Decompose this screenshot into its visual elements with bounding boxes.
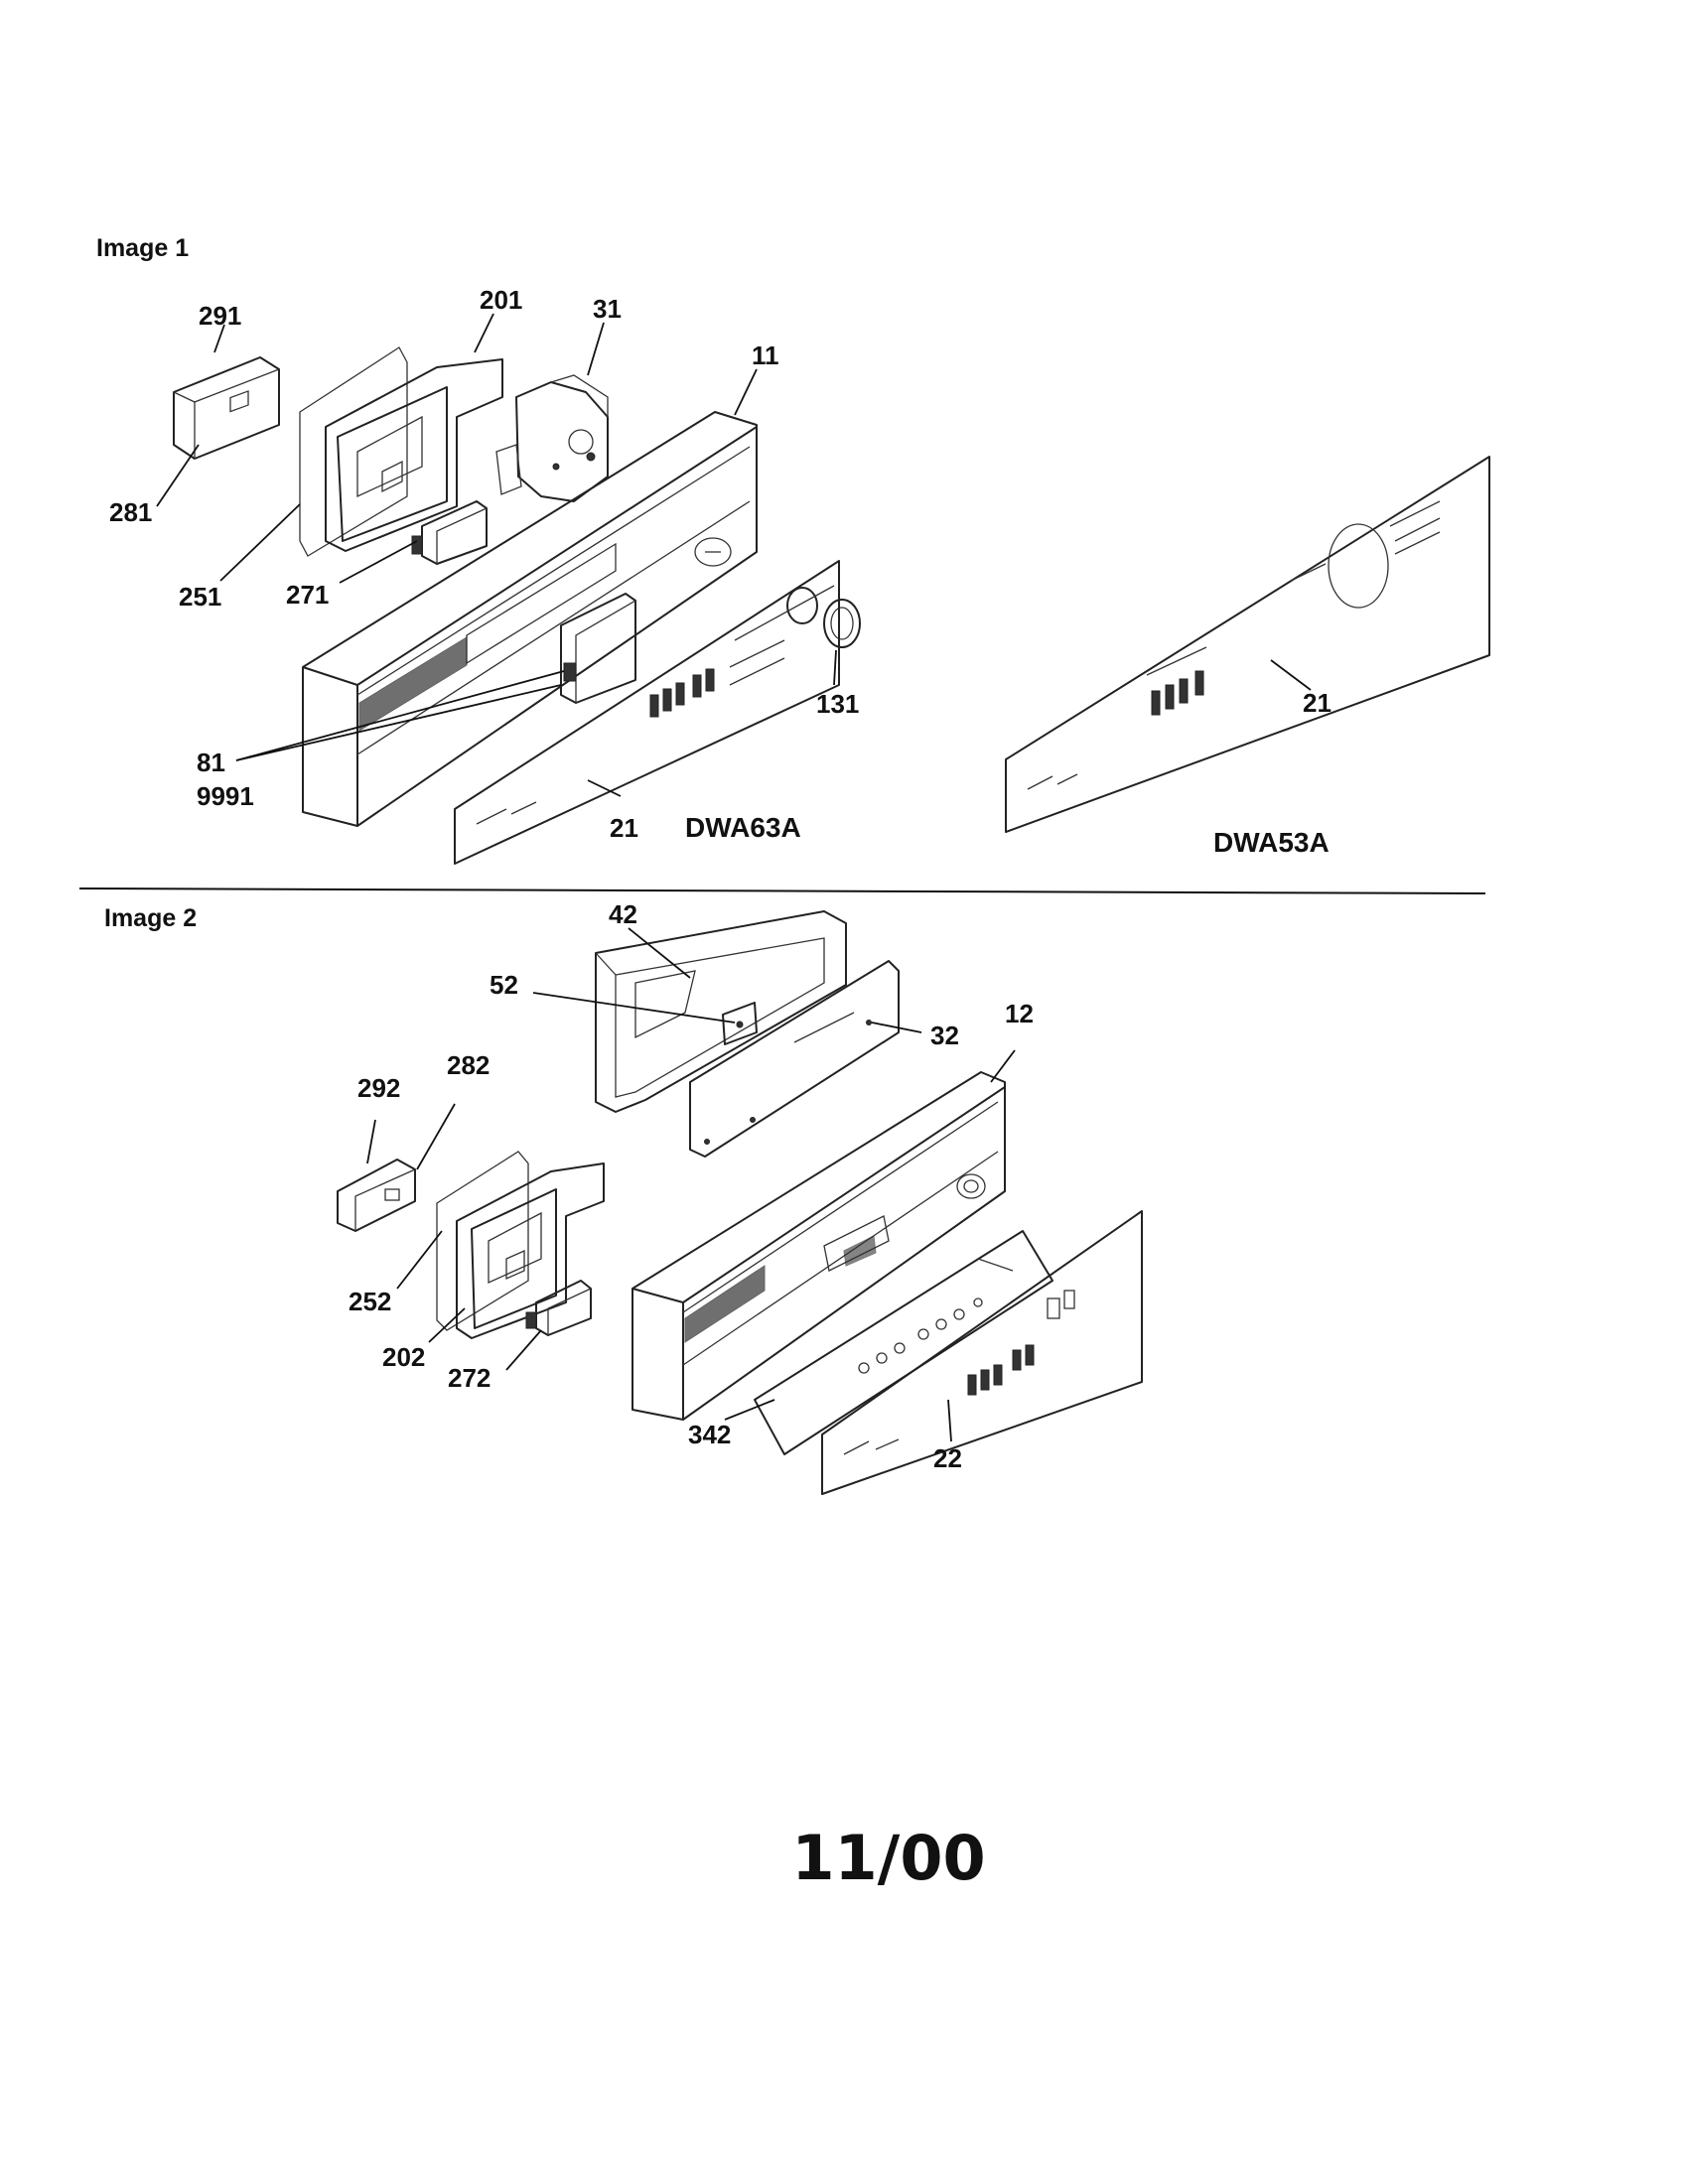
part-271-switch bbox=[411, 500, 488, 565]
part-22-panel bbox=[821, 1210, 1143, 1495]
callout-292: 292 bbox=[357, 1073, 400, 1103]
callout-251: 251 bbox=[179, 582, 221, 612]
callout-81: 81 bbox=[197, 748, 225, 777]
part-252-gasket bbox=[436, 1151, 529, 1331]
callout-42: 42 bbox=[609, 899, 637, 929]
model-label-dwa63a: DWA63A bbox=[685, 812, 801, 843]
callout-22: 22 bbox=[933, 1443, 962, 1473]
callout-21-dwa63a: 21 bbox=[610, 813, 638, 843]
callout-291: 291 bbox=[199, 301, 241, 331]
callout-131: 131 bbox=[816, 689, 859, 719]
part-272-switch bbox=[525, 1280, 592, 1336]
part-202-dispenser bbox=[456, 1162, 605, 1339]
callout-32: 32 bbox=[930, 1021, 959, 1050]
section-title-image-1: Image 1 bbox=[96, 234, 189, 262]
part-131-knob bbox=[786, 587, 861, 648]
section-title-image-2: Image 2 bbox=[104, 904, 197, 932]
callout-252: 252 bbox=[349, 1287, 391, 1316]
callout-282: 282 bbox=[447, 1050, 490, 1080]
part-32-board bbox=[689, 960, 900, 1158]
callout-202: 202 bbox=[382, 1342, 425, 1372]
callout-201: 201 bbox=[480, 285, 522, 315]
part-42-frame bbox=[595, 910, 847, 1113]
part-52-module bbox=[722, 1002, 758, 1045]
part-291-bracket bbox=[173, 356, 280, 460]
part-81-switch-module bbox=[560, 593, 636, 704]
callout-21-dwa53a: 21 bbox=[1303, 688, 1332, 718]
callout-272: 272 bbox=[448, 1363, 491, 1393]
model-label-dwa53a: DWA53A bbox=[1213, 827, 1330, 858]
leader-lines-image-1 bbox=[156, 313, 1312, 797]
callout-281: 281 bbox=[109, 497, 152, 527]
callout-9991: 9991 bbox=[197, 781, 254, 811]
footer-date: 11/00 bbox=[791, 1822, 985, 1894]
part-201-dispenser bbox=[325, 358, 503, 552]
callout-271: 271 bbox=[286, 580, 329, 610]
part-31-timer bbox=[495, 374, 609, 502]
part-21-panel-dwa53a bbox=[1005, 456, 1490, 833]
leader-lines-image-2 bbox=[366, 927, 1016, 1442]
part-11-console bbox=[302, 411, 758, 827]
part-21-panel-dwa63a bbox=[454, 560, 840, 865]
callout-52: 52 bbox=[490, 970, 518, 1000]
callout-11: 11 bbox=[752, 341, 779, 370]
part-292-bracket bbox=[337, 1159, 416, 1232]
part-342-membrane bbox=[754, 1230, 1053, 1455]
part-251-gasket bbox=[299, 346, 408, 557]
callout-12: 12 bbox=[1005, 999, 1034, 1028]
callout-31: 31 bbox=[593, 294, 622, 324]
callout-342: 342 bbox=[688, 1420, 731, 1449]
section-divider bbox=[78, 887, 1486, 894]
part-12-console bbox=[632, 1071, 1006, 1421]
